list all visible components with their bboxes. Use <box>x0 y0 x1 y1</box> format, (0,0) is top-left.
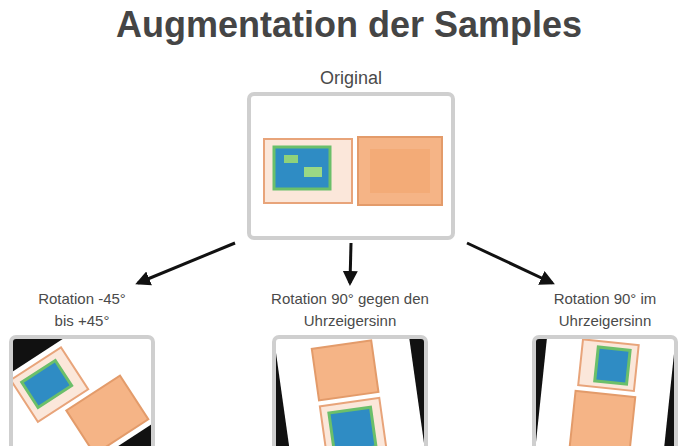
diagram-title: Augmentation der Samples <box>0 4 698 46</box>
xray-original <box>250 95 452 237</box>
flow-arrow <box>350 243 351 283</box>
image-panel: Rotation -45° bis +45° <box>2 288 162 446</box>
panel-heading: Rotation 90° im Uhrzeigersinn <box>519 288 691 332</box>
image-frame <box>272 335 428 446</box>
image-panel: Original <box>241 67 461 237</box>
panel-heading: Original <box>251 67 451 89</box>
xray-rotated-small <box>12 338 152 446</box>
image-panel: Rotation 90° gegen den Uhrzeigersinn <box>230 288 470 446</box>
xray-rotated-ccw <box>275 338 425 446</box>
flow-arrow <box>138 243 235 283</box>
image-panel: Rotation 90° im Uhrzeigersinn <box>517 288 693 446</box>
image-frame <box>9 335 155 446</box>
image-frame <box>247 92 455 240</box>
image-frame <box>532 335 678 446</box>
panel-heading: Rotation 90° gegen den Uhrzeigersinn <box>235 288 465 332</box>
xray-rotated-cw <box>535 338 675 446</box>
flow-arrow <box>467 243 552 283</box>
panel-heading: Rotation -45° bis +45° <box>32 288 132 332</box>
